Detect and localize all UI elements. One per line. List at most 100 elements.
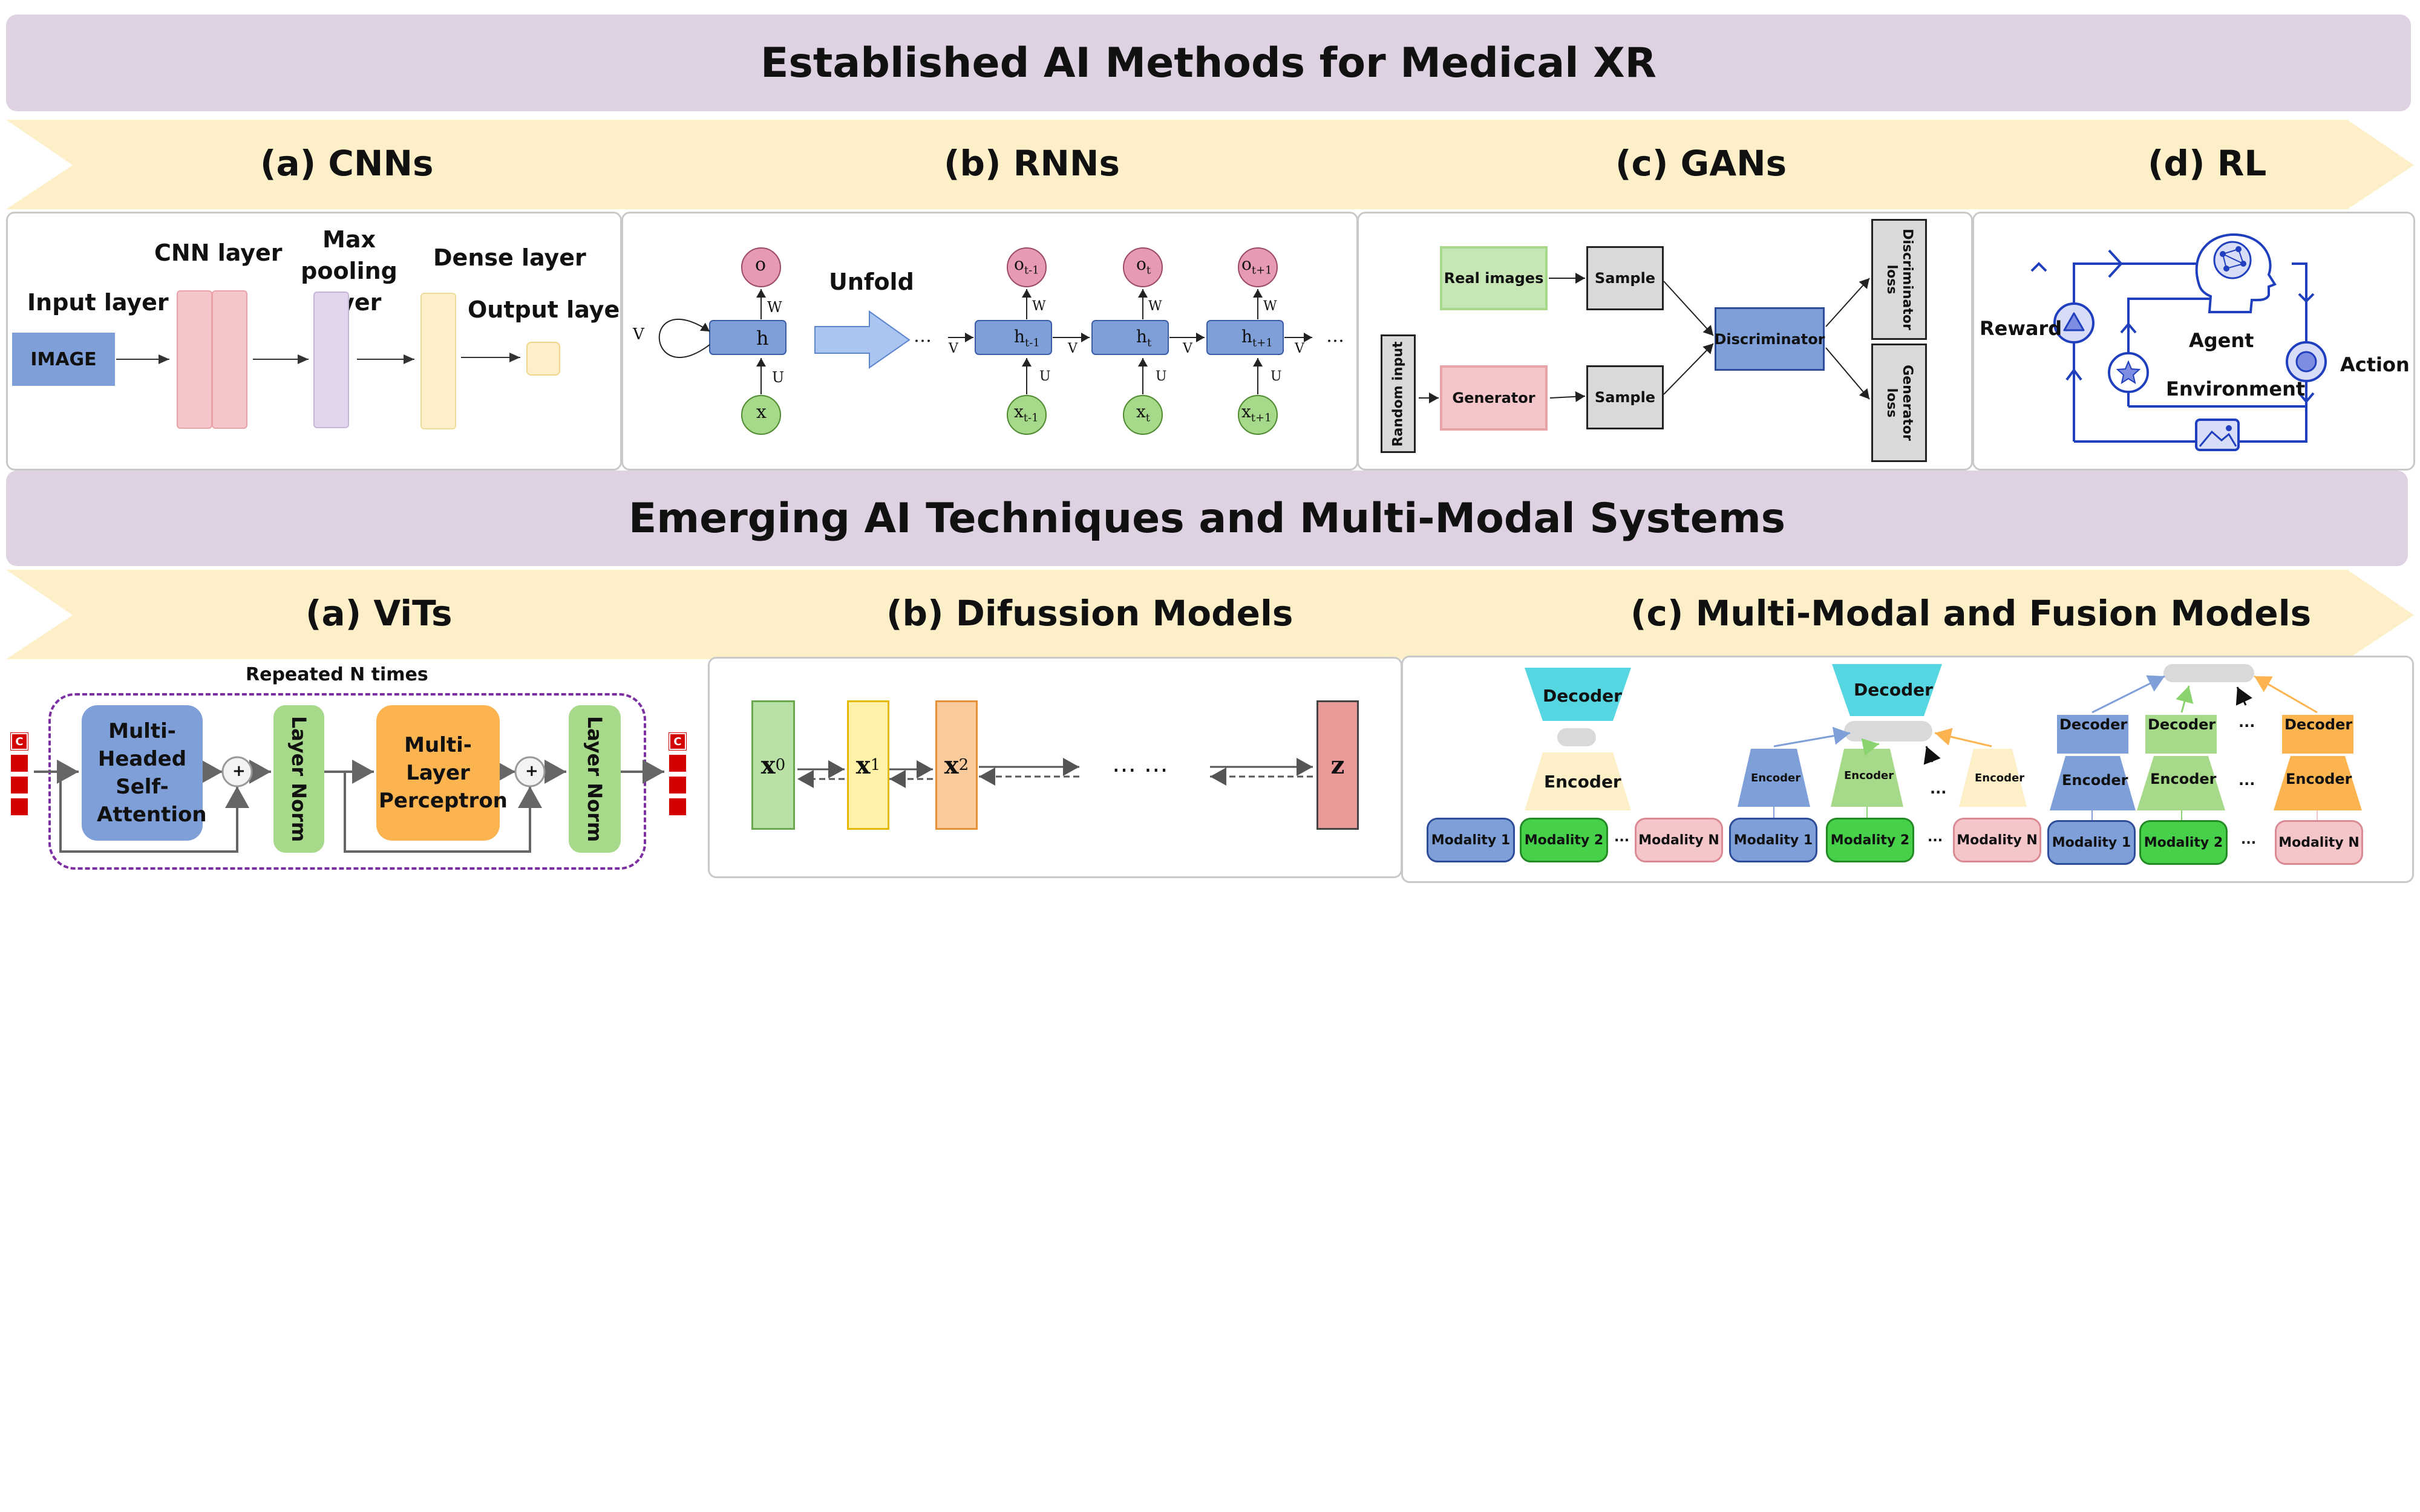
mm-g1-decoder (1525, 668, 1631, 721)
vit-input-tokens: C (10, 732, 29, 820)
rnn-v-4: V (1295, 341, 1304, 356)
mm-g2-encoder-3 (1959, 749, 2027, 807)
mm-g3-modality-2: Modality 2 (2139, 820, 2228, 865)
mm-g1-modality-n: Modality N (1635, 818, 1723, 862)
mm-g2-decoder (1832, 664, 1942, 716)
cnn-output-layer-label: Output layer (468, 296, 631, 323)
mm-g1-encoder (1525, 752, 1631, 810)
mm-g2-modality-n: Modality N (1953, 818, 2041, 862)
rnn-h-label: h (756, 327, 769, 350)
rnn-u-label: U (772, 369, 785, 386)
bottom-banner-title: Emerging AI Techniques and Multi-Modal S… (628, 494, 1786, 543)
vit-output-token (669, 798, 686, 815)
diffusion-ellipsis: … … (1112, 750, 1168, 778)
mm-g1-modality-1: Modality 1 (1427, 818, 1515, 862)
mm-g2-encoder-2 (1831, 749, 1903, 807)
gan-sample-2: Sample (1586, 365, 1664, 429)
chevron-gan (1349, 120, 2021, 209)
rnn-w-2: W (1148, 299, 1162, 314)
vit-output-token (669, 755, 686, 772)
cnn-conv-block-2 (212, 290, 247, 429)
rnn-u-3: U (1270, 369, 1282, 384)
rnn-h-tm1-label: ht-1 (1014, 327, 1040, 350)
rnn-v-3: V (1183, 341, 1192, 356)
mm-g3-ellipsis-mid: ... (2238, 772, 2255, 789)
mm-g1-modality-2: Modality 2 (1520, 818, 1608, 862)
mm-g1-decoder-label: Decoder (1543, 686, 1622, 706)
rnn-unfold-label: Unfold (829, 269, 914, 295)
chevron-vit (6, 570, 708, 659)
mm-g2-ellipsis-upper: ... (1930, 780, 1947, 797)
rl-environment-label: Environment (2166, 377, 2306, 400)
gan-random-input: Random input (1381, 334, 1416, 453)
vit-layer-norm-1: Layer Norm (273, 705, 324, 853)
chevron-cnn (6, 120, 666, 209)
cnn-input-layer-label: Input layer (27, 289, 169, 316)
rnn-h-node (709, 320, 786, 355)
mm-g1-encoder-label: Encoder (1544, 772, 1621, 792)
rl-agent-head-icon (2195, 233, 2277, 313)
rl-action-label: Action (2340, 353, 2410, 376)
rnn-w-label: W (767, 299, 782, 316)
gan-sample-1: Sample (1586, 246, 1664, 310)
section-title-gan: (c) GANs (1615, 143, 1787, 184)
cnn-image-box: IMAGE (12, 333, 115, 386)
mm-g2-encoder-2-label: Encoder (1844, 769, 1894, 782)
chevron-rnn (599, 120, 1416, 209)
rnn-h-tp1-label: ht+1 (1241, 327, 1273, 350)
section-title-cnn: (a) CNNs (260, 143, 434, 184)
mm-g3-decoder-2-label: Decoder (2148, 716, 2216, 733)
bottom-banner: Emerging AI Techniques and Multi-Modal S… (6, 471, 2408, 566)
rnn-u-2: U (1156, 369, 1167, 384)
chevron-multimodal (1379, 570, 2414, 659)
mm-g3-encoder-2 (2137, 756, 2225, 810)
gan-discriminator-loss: Discriminator loss (1871, 219, 1927, 340)
mm-g3-modality-1: Modality 1 (2047, 820, 2136, 865)
mm-g3-decoder-3 (2282, 715, 2353, 754)
vit-connections (34, 756, 664, 853)
mm-g3-modality-n: Modality N (2275, 820, 2363, 865)
mm-g3-encoder-1-label: Encoder (2062, 772, 2128, 789)
section-title-rnn: (b) RNNs (944, 143, 1120, 184)
chevron-row-1 (6, 120, 2414, 209)
mm-g2-encoder-1 (1738, 749, 1810, 807)
mm-g3-decoder-2 (2145, 715, 2217, 754)
vit-input-token (11, 777, 28, 793)
chevron-rl (1954, 120, 2414, 209)
rl-diagram (2030, 233, 2327, 451)
vit-input-token (11, 798, 28, 815)
top-banner-title: Established AI Methods for Medical XR (760, 39, 1657, 87)
rnn-diagram (658, 247, 1312, 435)
section-title-rl: (d) RL (2148, 143, 2267, 184)
diffusion-arrows (797, 758, 1313, 788)
rnn-x-tp1-label: xt+1 (1241, 402, 1272, 425)
mm-g2-ellipsis: ... (1928, 830, 1943, 845)
cnn-dense-layer-label: Dense layer (433, 244, 586, 271)
cnn-arrows (116, 353, 520, 364)
rl-reward-label: Reward (1980, 317, 2062, 340)
rnn-o-node (741, 247, 781, 287)
vit-mlp-block: Multi-Layer Perceptron (376, 705, 508, 841)
rnn-o-t-label: ot (1136, 254, 1151, 277)
multimodal-diagram (1525, 664, 2362, 820)
vit-plus-1: + (232, 762, 246, 780)
rnn-unfold-arrow (814, 310, 911, 369)
section-title-diffusion: (b) Difussion Models (886, 593, 1293, 634)
rnn-u-1: U (1039, 369, 1051, 384)
mm-g2-modality-1: Modality 1 (1729, 818, 1817, 862)
rnn-v-1: V (949, 341, 958, 356)
chevron-row-2 (6, 570, 2414, 659)
mm-g2-modality-2: Modality 2 (1826, 818, 1914, 862)
rnn-self-loop (658, 318, 710, 358)
mm-g2-decoder-label: Decoder (1854, 680, 1933, 700)
vit-repeated-label: Repeated N times (246, 664, 428, 685)
rnn-h-t-label: ht (1136, 327, 1152, 350)
vit-mhsa-block: Multi-Headed Self-Attention (82, 705, 207, 841)
rl-agent-label: Agent (2189, 329, 2254, 352)
gan-generator: Generator (1440, 365, 1548, 431)
vit-add-node-2 (514, 756, 546, 787)
cnn-dense-block (420, 293, 456, 429)
mm-g2-encoder-1-label: Encoder (1751, 772, 1801, 784)
